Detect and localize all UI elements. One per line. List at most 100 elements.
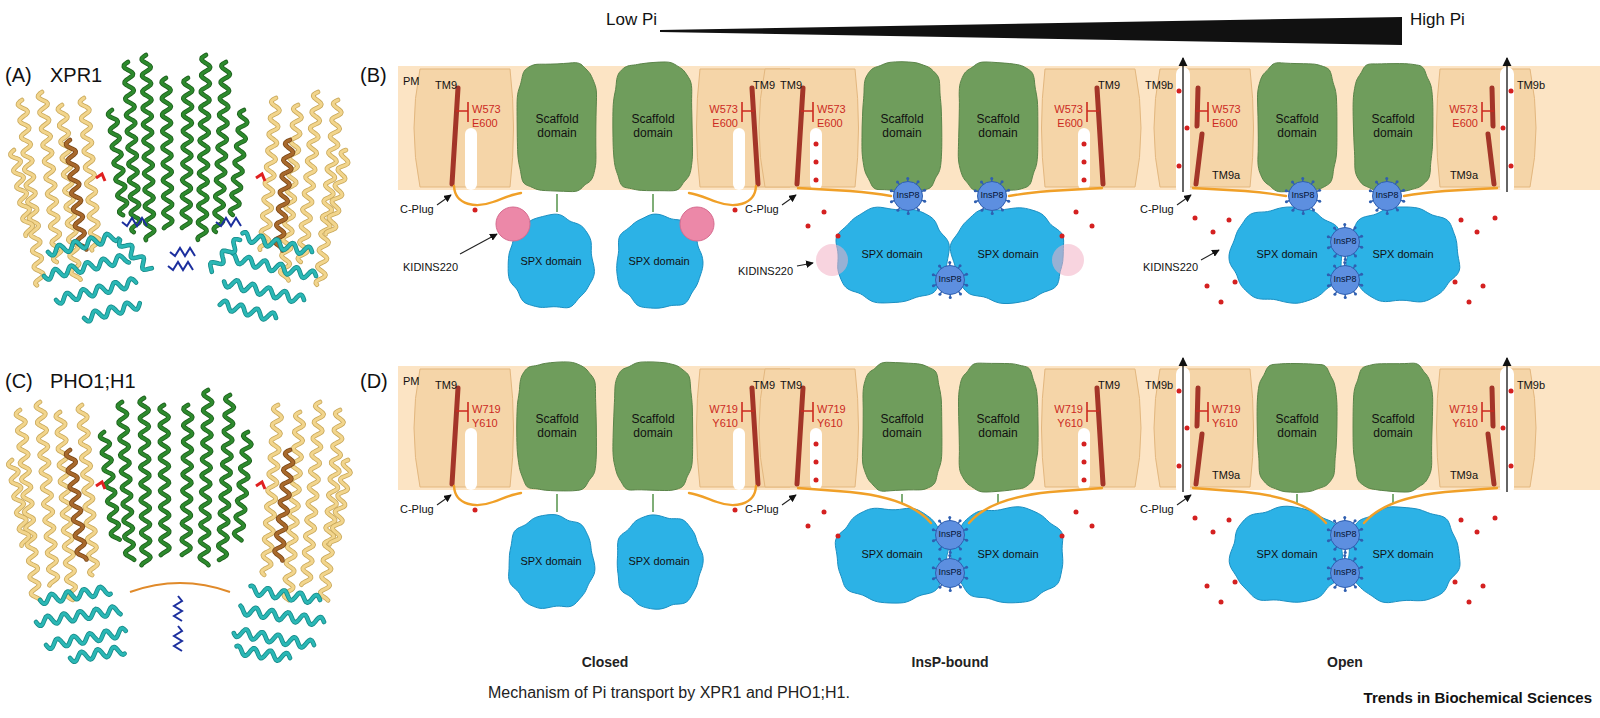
- phosphate-dot: [1333, 557, 1336, 560]
- linker-connector: [901, 494, 903, 504]
- c-plug-loop: [689, 186, 756, 205]
- phosphate-ion: [1074, 210, 1079, 215]
- leader-line: [1177, 495, 1191, 505]
- phosphate-dot: [1360, 246, 1363, 249]
- scaffold-domain: Scaffold domain: [1351, 60, 1435, 194]
- helix-outline: [66, 450, 86, 560]
- gate-bracket: [456, 402, 468, 422]
- part-label-box: TM9b: [1517, 374, 1545, 393]
- phosphate-ion: [1493, 516, 1498, 521]
- tm9a-helix: [1488, 134, 1494, 184]
- phosphate-ion: [814, 160, 819, 165]
- spx-fill: [1229, 207, 1342, 303]
- part-label-box: TM9: [753, 374, 775, 393]
- insp8-ligand: InsP8: [973, 177, 1011, 215]
- part-label-box: TM9: [1098, 74, 1120, 93]
- tm-lobe: [1042, 369, 1142, 487]
- scaffold-domain: Scaffold domain: [1255, 360, 1339, 494]
- phosphate-dot: [1375, 180, 1378, 183]
- state-label-box: Closed: [582, 652, 629, 671]
- phosphate-ion: [1475, 230, 1480, 235]
- helix: [66, 140, 86, 250]
- phosphate-ion: [1211, 530, 1216, 535]
- residue-label: E600: [1057, 117, 1083, 130]
- efflux-arrow: [1182, 58, 1183, 192]
- phosphate-ion: [1453, 580, 1458, 585]
- c-plug-loop: [1193, 488, 1326, 523]
- residue-label: W719: [1449, 403, 1478, 416]
- helix: [243, 232, 312, 254]
- phosphate-dot: [1312, 209, 1315, 212]
- insp8-ligand-label: InsP8: [980, 191, 1003, 201]
- efflux-arrow: [1506, 358, 1507, 492]
- helix: [224, 280, 304, 301]
- phosphate-dot: [1291, 180, 1294, 183]
- helix-outline: [48, 234, 119, 255]
- phosphate-ion: [1074, 510, 1079, 515]
- residue-label: W719: [1054, 403, 1083, 416]
- helix-outline: [330, 460, 351, 544]
- part-label-box: TM9b: [1145, 374, 1173, 393]
- phosphate-ion: [1060, 534, 1065, 539]
- insp8-fill: [936, 266, 965, 295]
- helix: [316, 100, 342, 285]
- scaffold-domain: Scaffold domain: [956, 60, 1040, 194]
- residue-label: E600: [1212, 117, 1238, 130]
- phosphate-dot: [965, 528, 968, 531]
- insp8-ligand-label: InsP8: [1333, 568, 1356, 578]
- leader-line: [1201, 250, 1219, 260]
- scaffold-domain: Scaffold domain: [860, 360, 944, 494]
- spx-domain-label: SPX domain: [861, 248, 922, 261]
- part-label-box: TM9a: [1212, 464, 1240, 483]
- residue-label: Y610: [712, 417, 738, 430]
- residue-label: W719: [472, 403, 501, 416]
- insp8-ligand-label: InsP8: [938, 275, 961, 285]
- phosphate-dot: [1354, 557, 1357, 560]
- phosphate-dot: [965, 273, 968, 276]
- tm9b-helix: [1197, 88, 1198, 126]
- helix: [182, 78, 193, 228]
- part-label-box: C-Plug: [400, 198, 434, 217]
- scaffold-fill: [959, 363, 1039, 492]
- phosphate-dot: [949, 296, 952, 299]
- phosphate-dot: [965, 566, 968, 569]
- scaffold-fill: [1258, 63, 1337, 192]
- helix-outline: [220, 301, 276, 320]
- helix: [330, 460, 351, 544]
- phosphate-ion: [1227, 218, 1232, 223]
- phosphate-dot: [1291, 209, 1294, 212]
- phosphate-dot: [1327, 235, 1330, 238]
- phosphate-ion: [814, 142, 819, 147]
- part-label-box: TM9b: [1517, 74, 1545, 93]
- spx-domain: SPX domain: [613, 512, 705, 612]
- membrane-band-label: PM: [403, 75, 420, 88]
- phosphate-dot: [1007, 189, 1010, 192]
- phosphate-ion: [1459, 218, 1464, 223]
- residue-label-box: W573: [1449, 98, 1478, 117]
- insp8-ligand-label: InsP8: [1333, 275, 1356, 285]
- spx-domain: SPX domain: [948, 204, 1068, 306]
- ligand-stick: [168, 262, 193, 270]
- phosphate-ion: [1082, 160, 1087, 165]
- phosphate-ion: [473, 208, 478, 213]
- spx-domain-label: SPX domain: [1256, 548, 1317, 561]
- panel-label: (C): [5, 369, 33, 393]
- pore: [733, 128, 745, 190]
- kidins220-blob: [680, 207, 714, 241]
- pore: [810, 128, 822, 190]
- phosphate-dot: [938, 519, 941, 522]
- part-label-box: KIDINS220: [738, 260, 793, 279]
- helix: [142, 55, 155, 240]
- c-plug-loop: [1193, 188, 1286, 196]
- phosphate-dot: [1285, 189, 1288, 192]
- spx-domain-label: SPX domain: [520, 255, 581, 268]
- part-label: TM9: [1098, 79, 1120, 92]
- scaffold-fill: [613, 62, 693, 191]
- phosphate-ion: [1493, 216, 1498, 221]
- phosphate-ion: [1193, 516, 1198, 521]
- insp8-ligand: InsP8: [889, 177, 927, 215]
- part-label: TM9: [753, 79, 775, 92]
- gradient-label-box: Low Pi: [606, 10, 657, 30]
- tm-lobe: [1042, 69, 1142, 187]
